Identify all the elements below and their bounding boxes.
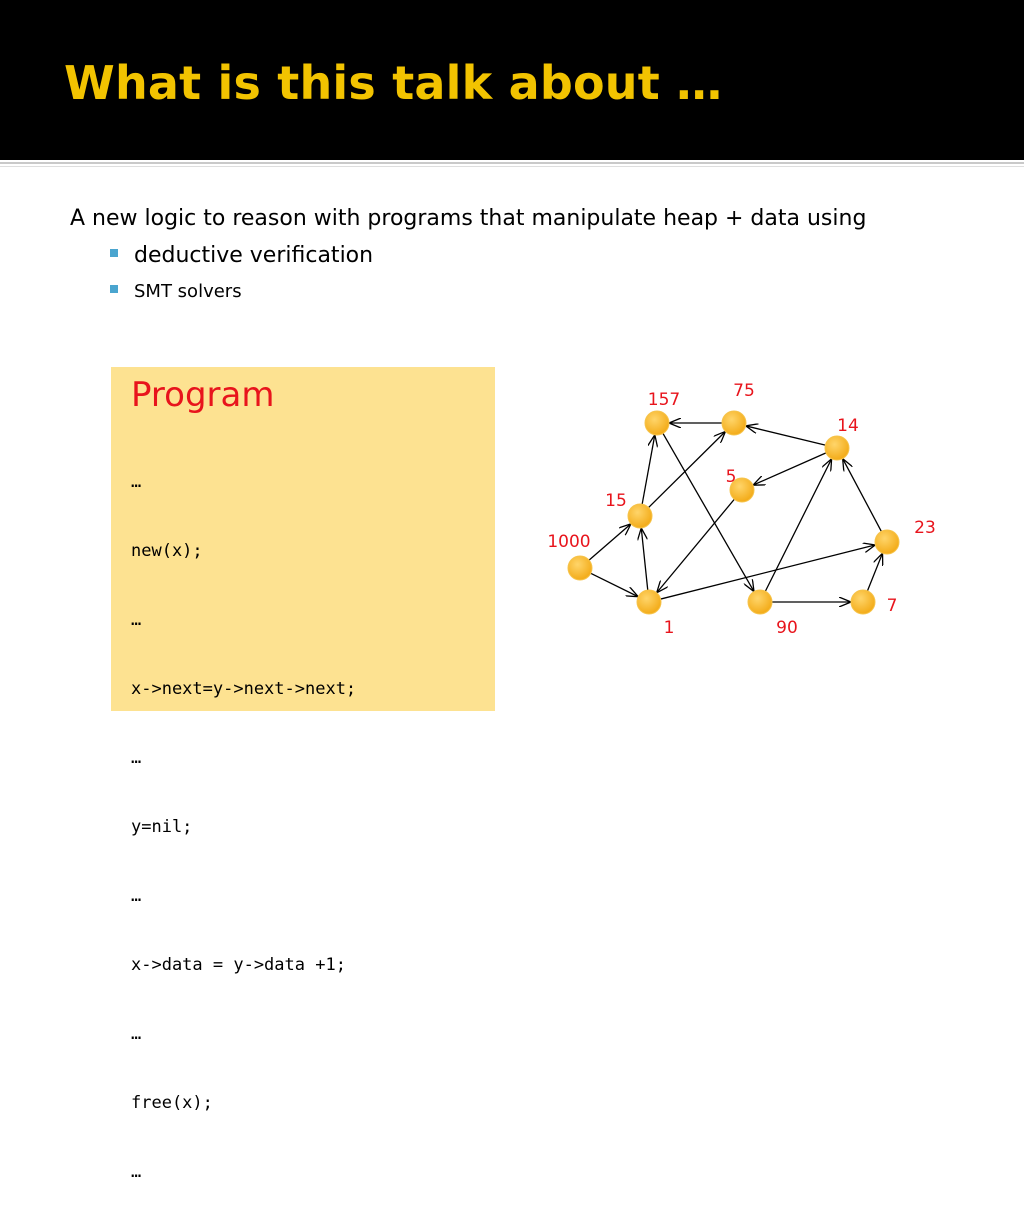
title-divider-thin [0,166,1024,167]
edge-n15-n75 [648,432,725,509]
node-23 [874,529,900,555]
node-label-23: 23 [914,518,936,538]
code-line: x->data = y->data +1; [131,955,346,975]
edge-n14-n5 [754,452,827,485]
node-1000 [567,555,593,581]
edge-n1-n15 [641,529,649,591]
node-157 [644,410,670,436]
code-line: … [131,748,142,768]
node-90 [747,589,773,615]
node-1 [636,589,662,615]
edge-n90-n14 [764,460,831,592]
node-75 [721,410,747,436]
bullet-text: deductive verification [134,243,374,268]
node-label-14: 14 [837,416,859,436]
title-bar [0,0,1024,160]
code-line: free(x); [131,1093,213,1113]
slide-title: What is this talk about … [64,56,723,110]
bullet-item-2: SMT solvers [110,281,242,302]
code-line: y=nil; [131,817,193,837]
main-text: A new logic to reason with programs that… [70,206,867,231]
edge-n1000-n15 [588,525,630,561]
edge-n7-n23 [866,554,882,592]
edge-n157-n90 [662,433,754,590]
node-label-1000: 1000 [547,532,590,552]
node-label-90: 90 [776,618,798,638]
bullet-item-1: deductive verification [110,243,373,268]
node-label-157: 157 [648,390,680,410]
code-line: x->next=y->next->next; [131,679,357,699]
labels-layer: 157 75 14 5 15 1000 23 1 90 7 [547,381,935,638]
node-label-1: 1 [664,618,675,638]
node-15 [627,503,653,529]
edges-layer [588,423,882,602]
square-bullet-icon [110,249,118,257]
node-label-75: 75 [733,381,755,401]
nodes-layer [567,410,900,615]
program-box: Program … new(x); … x->next=y->next->nex… [111,367,495,1182]
node-14 [824,435,850,461]
code-line: … [131,472,142,492]
edge-n5-n1 [657,498,735,592]
edge-n15-n157 [641,436,655,505]
bullet-text: SMT solvers [134,281,242,302]
program-title: Program [131,375,275,415]
heap-graph: 157 75 14 5 15 1000 23 1 90 7 [547,381,935,638]
title-divider [0,162,1024,164]
edge-n23-n14 [843,459,882,532]
code-line: new(x); [131,541,203,561]
node-5 [729,477,755,503]
code-line: … [131,886,142,906]
code-line: … [131,1024,142,1044]
square-bullet-icon [110,285,118,293]
code-line: … [131,610,142,630]
code-line: … [131,1162,142,1182]
edge-n1-n23 [660,545,875,600]
node-7 [850,589,876,615]
edge-n1000-n1 [590,572,638,596]
node-label-15: 15 [605,491,627,511]
edge-n14-n75 [747,426,826,446]
node-label-5: 5 [726,467,737,487]
node-label-7: 7 [887,596,898,616]
